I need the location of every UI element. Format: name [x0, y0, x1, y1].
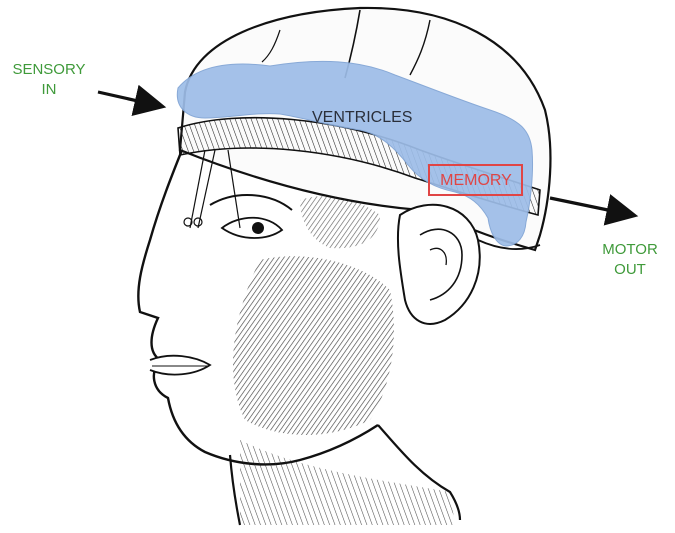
- sensory-line2: IN: [4, 80, 94, 100]
- sensory-arrow-icon: [98, 92, 160, 106]
- memory-label: MEMORY: [432, 171, 520, 191]
- ear: [398, 205, 480, 324]
- motor-arrow-icon: [550, 198, 632, 215]
- ventricles-label: VENTRICLES: [312, 108, 412, 128]
- sensory-in-label: SENSORY IN: [4, 60, 94, 100]
- sensory-line1: SENSORY: [4, 60, 94, 80]
- motor-line1: MOTOR: [595, 240, 665, 260]
- motor-line2: OUT: [595, 260, 665, 280]
- motor-out-label: MOTOR OUT: [595, 240, 665, 280]
